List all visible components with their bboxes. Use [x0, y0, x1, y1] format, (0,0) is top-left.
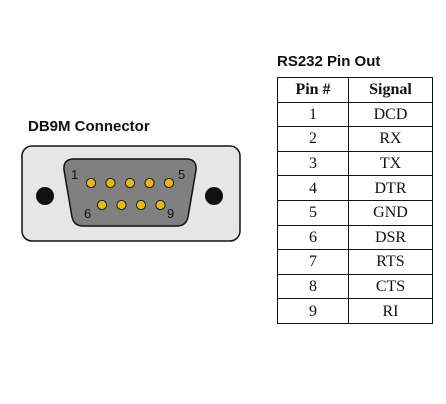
pin-5: [163, 177, 175, 189]
pin-column-header: Pin #: [277, 77, 349, 103]
pin-2: [105, 177, 116, 189]
table-row: 6 DSR: [277, 224, 433, 251]
signal-cell: CTS: [348, 273, 433, 300]
pin-group: [85, 177, 175, 211]
pin-6: [96, 199, 108, 211]
pin-number-cell: 1: [277, 101, 349, 128]
pin-3: [124, 177, 136, 189]
pin-number-cell: 6: [277, 224, 349, 251]
pin-label-1: 1: [71, 167, 78, 182]
pinout-table-title: RS232 Pin Out: [277, 53, 381, 70]
table-row: 8 CTS: [277, 273, 433, 300]
pin-number-cell: 9: [277, 298, 349, 324]
right-mounting-hole: [205, 187, 223, 205]
table-header-row: Pin # Signal: [277, 77, 433, 103]
pin-number-cell: 2: [277, 126, 349, 152]
pin-number-cell: 5: [277, 199, 349, 226]
pin-4: [144, 177, 155, 189]
signal-cell: RI: [348, 298, 433, 324]
pin-7: [116, 199, 127, 211]
table-row: 3 TX: [277, 150, 433, 177]
pin-label-9: 9: [167, 206, 174, 221]
signal-cell: RTS: [348, 249, 433, 275]
pin-number-cell: 4: [277, 175, 349, 201]
pin-label-6: 6: [84, 206, 91, 221]
table-row: 7 RTS: [277, 249, 433, 275]
pin-number-cell: 8: [277, 273, 349, 300]
table-row: 4 DTR: [277, 175, 433, 201]
pin-number-cell: 3: [277, 150, 349, 177]
pin-number-cell: 7: [277, 249, 349, 275]
table-row: 9 RI: [277, 298, 433, 324]
pin-1: [85, 177, 97, 189]
signal-column-header: Signal: [348, 77, 433, 103]
table-row: 1 DCD: [277, 101, 433, 128]
connector-title: DB9M Connector: [28, 118, 150, 135]
signal-cell: RX: [348, 126, 433, 152]
pin-9: [155, 199, 166, 211]
signal-cell: DTR: [348, 175, 433, 201]
pin-8: [135, 199, 147, 211]
signal-cell: DCD: [348, 101, 433, 128]
rs232-pinout-table: Pin # Signal 1 DCD 2 RX 3 TX 4 DTR 5 GND…: [277, 77, 433, 324]
left-mounting-hole: [36, 187, 54, 205]
signal-cell: TX: [348, 150, 433, 177]
pin-label-5: 5: [178, 167, 185, 182]
signal-cell: DSR: [348, 224, 433, 251]
table-row: 2 RX: [277, 126, 433, 152]
table-row: 5 GND: [277, 199, 433, 226]
signal-cell: GND: [348, 199, 433, 226]
